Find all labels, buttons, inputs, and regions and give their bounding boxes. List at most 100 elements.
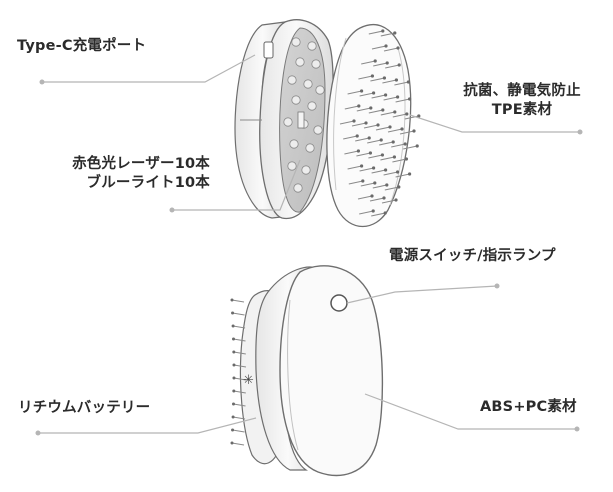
leader-power bbox=[346, 285, 498, 304]
plate-contour bbox=[333, 37, 406, 206]
bristle-pin bbox=[232, 312, 245, 316]
typec-port-slot bbox=[263, 41, 274, 59]
leader-battery bbox=[38, 417, 257, 434]
bristle-pin bbox=[232, 325, 246, 329]
bristle-pin bbox=[356, 152, 371, 157]
bristle-pin-tip bbox=[230, 298, 234, 302]
bristle-pin-tip bbox=[370, 74, 374, 78]
label-power-switch: 電源スイッチ/指示ランプ bbox=[389, 248, 556, 264]
bristle-pin-tip bbox=[397, 185, 401, 189]
bristle-pin-tip bbox=[382, 76, 386, 80]
bristle-pin-tip bbox=[408, 172, 412, 176]
bristle-pin-tip bbox=[231, 415, 235, 419]
bristle-pin bbox=[232, 429, 245, 433]
led-dot bbox=[307, 101, 317, 111]
bristle-pin bbox=[368, 154, 383, 159]
bristle-pin bbox=[358, 75, 373, 80]
bristle-pin-tip bbox=[396, 95, 400, 99]
bristle-pin-tip bbox=[396, 46, 400, 50]
bristle-pin bbox=[369, 197, 385, 202]
led-dot bbox=[287, 75, 297, 85]
bristle-pin-tip bbox=[231, 311, 235, 315]
bristle-pin-tip bbox=[232, 363, 236, 367]
bristle-pin bbox=[372, 184, 387, 189]
bluetooth-like-symbol-icon: ✳ bbox=[243, 373, 254, 388]
bristle-pin-tip bbox=[231, 428, 235, 432]
bristle-pin-tip bbox=[357, 104, 361, 108]
bristle-pin-tip bbox=[231, 324, 235, 328]
bristle-pin bbox=[231, 442, 245, 446]
bristle-pin-tip bbox=[385, 183, 389, 187]
bristle-pin bbox=[385, 64, 400, 69]
bristle-pin-tip bbox=[404, 157, 408, 161]
top-exploded-view bbox=[234, 19, 421, 227]
label-battery: リチウムバッテリー bbox=[18, 400, 151, 416]
label-led: 赤色光レーザー10本 ブルーライト10本 bbox=[40, 155, 210, 193]
bristle-pins bbox=[339, 29, 421, 217]
bristle-pin bbox=[394, 81, 409, 86]
bristle-pin bbox=[231, 299, 245, 303]
bristle-pin bbox=[368, 30, 383, 35]
bristle-pin bbox=[359, 167, 374, 172]
label-antibacterial-line2: TPE素材 bbox=[491, 102, 553, 118]
led-dot bbox=[305, 143, 315, 153]
bristle-pin-tip bbox=[382, 196, 386, 200]
label-typec-port: Type-C充電ポート bbox=[17, 38, 147, 54]
bristle-pin bbox=[359, 92, 374, 97]
bristle-pin bbox=[399, 130, 415, 135]
main-shell bbox=[279, 265, 384, 477]
bristle-pin bbox=[368, 109, 383, 114]
label-antibacterial: 抗菌、静電気防止 TPE素材 bbox=[452, 82, 592, 120]
bristle-pin-tip bbox=[380, 153, 384, 157]
bristle-pin-tip bbox=[397, 63, 401, 67]
led-dot bbox=[283, 117, 293, 127]
bristle-pin-tip bbox=[373, 181, 377, 185]
bristle-pin-tip bbox=[388, 125, 392, 129]
bristle-pin bbox=[392, 113, 407, 118]
bristle-pin bbox=[355, 137, 370, 142]
bristle-pin-tip bbox=[415, 144, 419, 148]
bristle-pin bbox=[383, 47, 399, 52]
bristle-pin bbox=[233, 403, 246, 407]
label-led-line1: 赤色光レーザー10本 bbox=[72, 156, 210, 172]
bristle-pin bbox=[391, 143, 406, 148]
led-dot bbox=[307, 41, 317, 51]
bristle-pin bbox=[344, 105, 359, 110]
bristle-pin bbox=[384, 186, 399, 191]
bristle-pin bbox=[232, 416, 246, 420]
bristle-pin bbox=[233, 351, 246, 355]
bristle-pin bbox=[348, 180, 363, 185]
bristle-pin-tip bbox=[379, 138, 383, 142]
bristle-pin bbox=[347, 90, 362, 95]
bristle-pin-tip bbox=[396, 170, 400, 174]
label-led-line2: ブルーライト10本 bbox=[86, 175, 210, 191]
bristle-pin-tip bbox=[384, 93, 388, 97]
bristle-pin-tip bbox=[360, 89, 364, 93]
bristle-pin-tip bbox=[412, 129, 416, 133]
bristle-pin bbox=[371, 45, 387, 50]
bristle-pin bbox=[381, 199, 397, 204]
bristle-pin bbox=[233, 377, 247, 381]
bristle-pin-tip bbox=[406, 80, 410, 84]
bristle-pin-tip bbox=[393, 110, 397, 114]
bristle-pin bbox=[395, 98, 410, 103]
bottom-assembled-view: ✳ bbox=[230, 265, 384, 477]
bristle-pin-tip bbox=[369, 106, 373, 110]
bristle-pin bbox=[379, 141, 394, 146]
led-dot bbox=[291, 37, 301, 47]
bristle-pin bbox=[403, 145, 418, 150]
bristle-pin-tip bbox=[355, 134, 359, 138]
bristle-pin bbox=[351, 122, 367, 127]
bristle-pin-tip bbox=[356, 149, 360, 153]
bristle-plate bbox=[326, 24, 412, 227]
bristle-pin bbox=[344, 150, 359, 155]
bristle-pin bbox=[233, 390, 246, 394]
bristle-pin-tip bbox=[367, 136, 371, 140]
bristle-pin-tip bbox=[417, 114, 421, 118]
bristle-pin bbox=[363, 124, 379, 129]
bristle-pin-tip bbox=[372, 166, 376, 170]
bristle-pin-tip bbox=[391, 140, 395, 144]
bristle-pin-tip bbox=[368, 151, 372, 155]
led-array bbox=[283, 37, 325, 193]
